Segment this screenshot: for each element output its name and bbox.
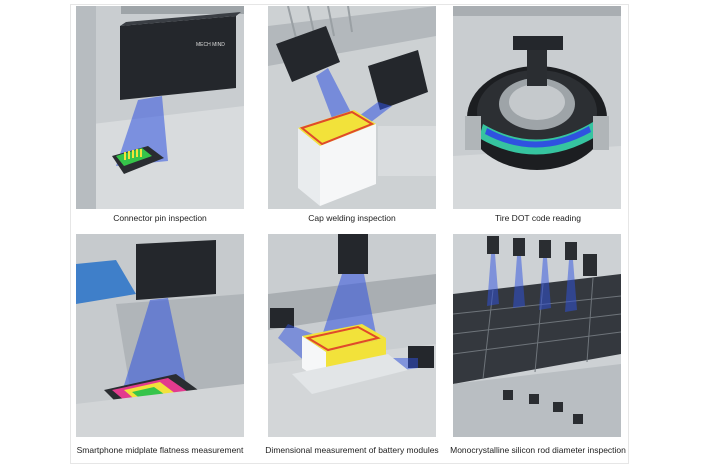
caption-connector-pin: Connector pin inspection: [113, 213, 207, 223]
connector-pin-inspection-image: MECH MIND: [76, 6, 244, 209]
tire-dot-code-reading-image: [453, 6, 621, 209]
caption-cap-welding: Cap welding inspection: [308, 213, 396, 223]
silicon-rod-diameter-image: [453, 234, 621, 437]
caption-battery-modules: Dimensional measurement of battery modul…: [265, 445, 439, 455]
cap-welding-inspection-image: [268, 6, 436, 209]
brand-logo: MECH MIND: [196, 42, 225, 48]
battery-module-measurement-image: [268, 234, 436, 437]
smartphone-midplate-flatness-image: [76, 234, 244, 437]
caption-tire-dot: Tire DOT code reading: [495, 213, 581, 223]
caption-smartphone-midplate: Smartphone midplate flatness measurement: [76, 445, 244, 455]
caption-silicon-rod: Monocrystalline silicon rod diameter ins…: [450, 445, 626, 455]
